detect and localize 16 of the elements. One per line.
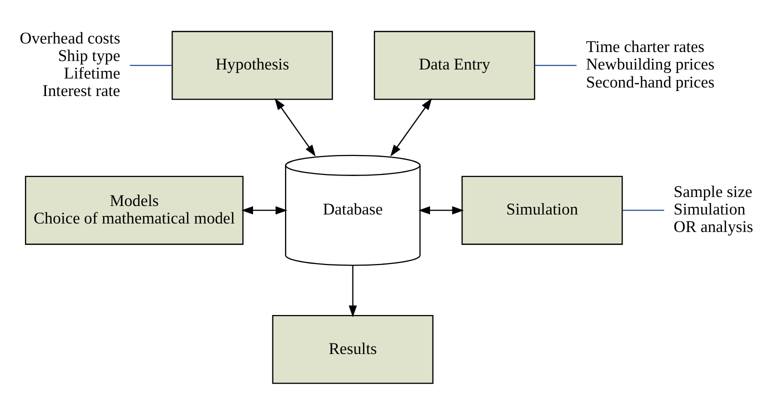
node-text: Time charter rates Newbuilding prices Second-hand prices xyxy=(586,36,715,91)
node-box: Results xyxy=(272,314,434,384)
node-box: Models Choice of mathematical model xyxy=(24,175,244,244)
arrow xyxy=(418,206,464,214)
node-box: Data Entry xyxy=(374,30,536,100)
arrow xyxy=(390,98,432,156)
connector xyxy=(130,64,172,66)
node-box: Simulation xyxy=(462,175,623,244)
connector xyxy=(534,64,577,66)
node-box: Hypothesis xyxy=(172,30,333,100)
arrow xyxy=(348,265,357,317)
node-text: Overhead costs Ship type Lifetime Interest rate xyxy=(20,28,120,100)
arrow xyxy=(274,98,316,156)
connector xyxy=(622,209,664,210)
arrow xyxy=(241,206,288,214)
node-text: Sample size Simulation OR analysis xyxy=(674,182,754,236)
